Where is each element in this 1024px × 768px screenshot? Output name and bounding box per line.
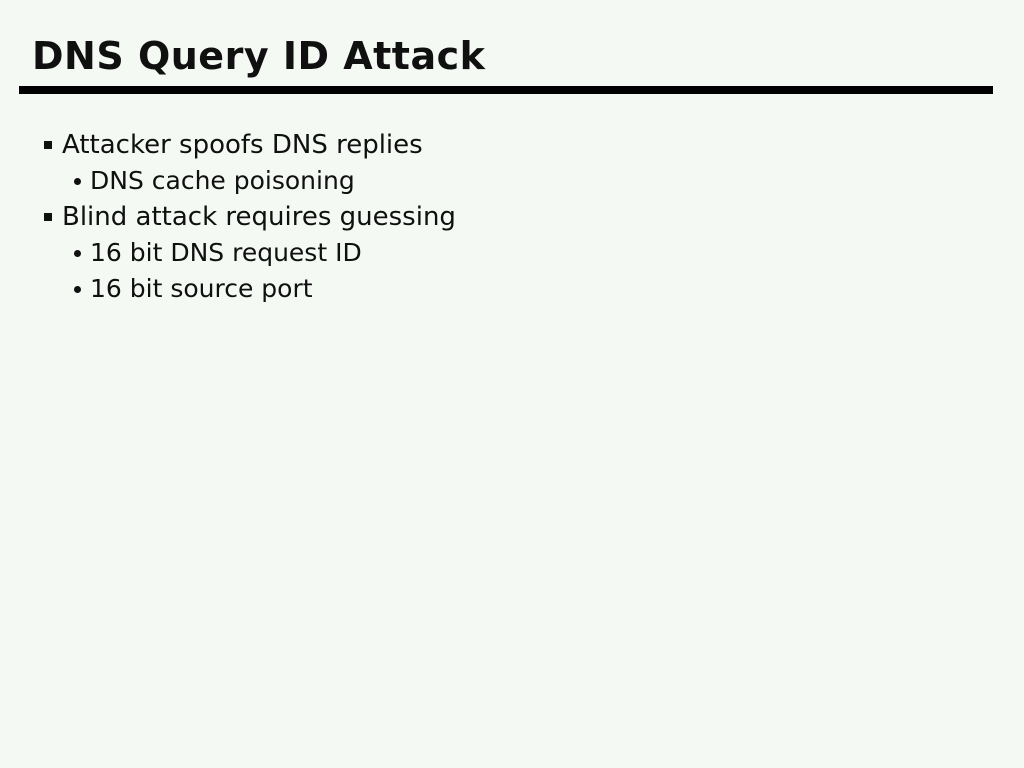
bullet-text: 16 bit source port bbox=[90, 274, 313, 303]
bullet-text: 16 bit DNS request ID bbox=[90, 238, 362, 267]
bullet-item: Attacker spoofs DNS replies bbox=[0, 127, 1024, 163]
bullet-item: 16 bit DNS request ID bbox=[0, 235, 1024, 271]
square-bullet-icon bbox=[44, 141, 52, 149]
bullet-text: Blind attack requires guessing bbox=[62, 202, 456, 232]
bullet-item: Blind attack requires guessing bbox=[0, 199, 1024, 235]
bullet-text: Attacker spoofs DNS replies bbox=[62, 130, 423, 160]
title-underline-rule bbox=[19, 86, 993, 94]
slide-title: DNS Query ID Attack bbox=[32, 34, 486, 78]
bullet-text: DNS cache poisoning bbox=[90, 166, 355, 195]
round-bullet-icon bbox=[74, 285, 81, 293]
bullet-item: 16 bit source port bbox=[0, 271, 1024, 307]
round-bullet-icon bbox=[74, 177, 81, 185]
square-bullet-icon bbox=[44, 213, 52, 221]
round-bullet-icon bbox=[74, 249, 81, 257]
bullet-item: DNS cache poisoning bbox=[0, 163, 1024, 199]
